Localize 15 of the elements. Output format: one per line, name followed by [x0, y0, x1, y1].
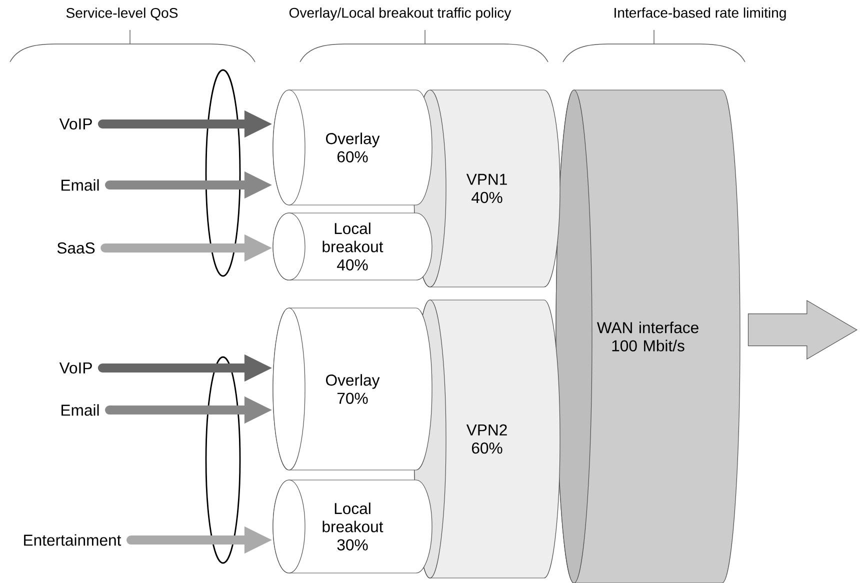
section-heading: Service-level QoS: [66, 8, 178, 20]
traffic-label: SaaS: [57, 242, 95, 254]
cylinder: WAN interface 100 Mbit/s: [556, 90, 740, 583]
cylinder: Overlay 60%: [272, 90, 432, 206]
cylinder: Local breakout 40%: [272, 212, 432, 280]
traffic-label: VoIP: [59, 362, 92, 374]
traffic-label: Email: [62, 179, 99, 191]
traffic-label: Email: [62, 404, 99, 416]
traffic-label: VoIP: [59, 118, 92, 130]
section-heading: Interface-based rate limiting: [614, 7, 786, 21]
section-heading: Overlay/Local breakout traffic policy: [289, 7, 512, 21]
block-arrow: [748, 300, 858, 360]
traffic-label: Entertainment: [24, 534, 122, 546]
cylinder: Local breakout 30%: [272, 480, 432, 574]
cylinder: Overlay 70%: [272, 308, 432, 470]
